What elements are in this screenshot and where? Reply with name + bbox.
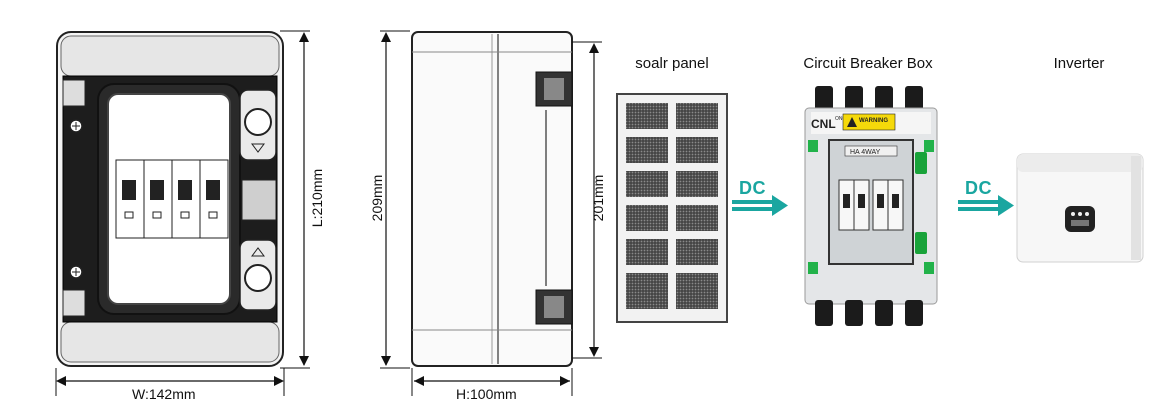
dc-arrow-2	[958, 195, 1014, 216]
body-height-dimension-label: 201mm	[590, 174, 606, 222]
inverter-title: Inverter	[1053, 55, 1105, 72]
dc-arrow-1-label: DC	[739, 178, 766, 198]
total-height-dimension-label: 209mm	[369, 174, 385, 222]
circuit-breaker-box-image: CNL ONO WARNING HA 4WAY	[804, 86, 938, 326]
front-enclosure-drawing	[55, 30, 310, 396]
dc-arrow-1	[732, 195, 788, 216]
breaker-box-title: Circuit Breaker Box	[803, 55, 933, 72]
side-enclosure-drawing	[380, 30, 602, 396]
dc-arrow-2-label: DC	[965, 178, 992, 198]
front-view: L:210mm W:142mm	[0, 0, 340, 409]
breaker-box-brand-suffix: ONO	[835, 116, 847, 122]
warning-label: WARNING	[859, 118, 888, 124]
breaker-box-brand: CNL	[811, 117, 836, 131]
width-dimension-label: W:142mm	[132, 386, 196, 402]
height-dimension-label: L:210mm	[309, 168, 325, 228]
side-view: 209mm 201mm H:100mm	[340, 0, 610, 409]
solar-panel-image	[616, 93, 728, 323]
inverter-image	[1016, 153, 1144, 263]
solar-panel-title: soalr panel	[635, 55, 709, 72]
model-label: HA 4WAY	[850, 149, 881, 156]
depth-dimension-label: H:100mm	[456, 386, 517, 402]
